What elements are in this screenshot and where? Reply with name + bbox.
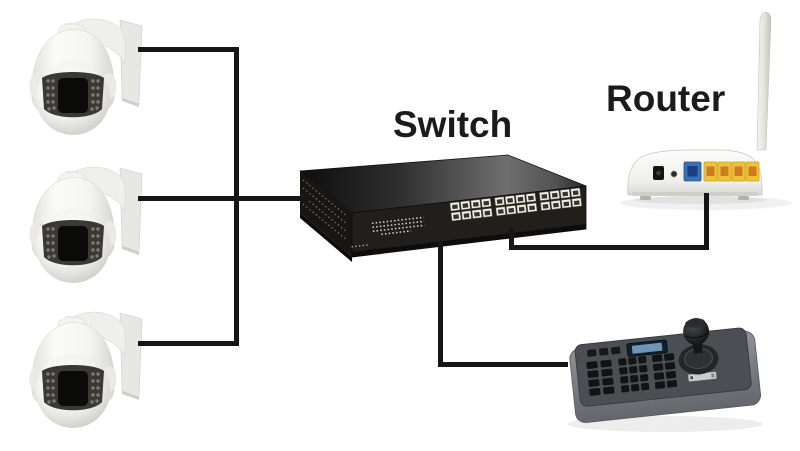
cable-router-drop-vertical — [704, 193, 709, 250]
cable-switch-to-router-horizontal — [509, 245, 709, 250]
keyboard-function-keys — [587, 346, 621, 357]
cable-camera3-to-bus — [138, 341, 238, 346]
cable-camera2-to-switch — [138, 196, 312, 201]
cable-camera1-to-bus — [138, 47, 238, 52]
router-icon — [620, 11, 792, 210]
cable-switch-to-keyboard-horizontal — [438, 362, 568, 367]
keyboard-numeric-keypad — [618, 356, 650, 393]
router-rear-panel — [653, 161, 760, 182]
router-label: Router — [606, 78, 726, 119]
camera-2-icon — [29, 166, 143, 284]
switch-icon — [298, 154, 587, 262]
switch-vent-grille — [302, 179, 348, 241]
camera-1-icon — [29, 18, 143, 136]
keyboard-left-keypad — [586, 359, 615, 396]
cable-camera-bus-vertical — [234, 47, 239, 346]
router-lan-ports — [703, 161, 760, 182]
router-reset-button — [670, 170, 678, 178]
router-antenna — [756, 11, 772, 151]
camera-3-icon — [29, 311, 143, 429]
ptz-keyboard-icon — [567, 318, 763, 432]
keyboard-lcd-screen — [626, 339, 668, 357]
keyboard-right-keypad — [652, 353, 678, 389]
switch-led-indicators — [351, 216, 425, 248]
cable-switch-to-keyboard-vertical — [438, 242, 443, 367]
joystick — [678, 318, 719, 375]
cable-switch-to-router-vertical — [509, 228, 514, 250]
switch-label: Switch — [393, 104, 513, 145]
